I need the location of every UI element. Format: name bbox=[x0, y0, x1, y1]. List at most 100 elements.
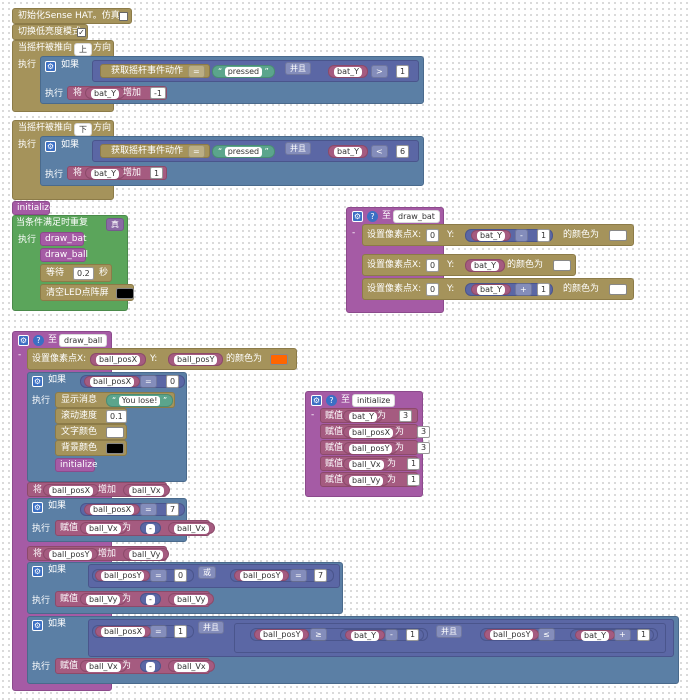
ball-posx-var[interactable]: ball_posX bbox=[84, 376, 141, 387]
var-name[interactable]: ball_posY bbox=[343, 442, 399, 454]
gear-icon[interactable]: ⚙ bbox=[32, 502, 43, 513]
call-draw-ball[interactable]: draw_ball bbox=[40, 248, 88, 262]
ball-vx-var[interactable]: ball_Vx bbox=[80, 522, 127, 534]
var-name[interactable]: bat_Y bbox=[343, 410, 384, 422]
eq-dropdown[interactable]: = bbox=[188, 65, 205, 78]
assign-ball-vx-neg[interactable]: 赋值 ball_Vx 为 - ball_Vx bbox=[55, 520, 215, 536]
and-dropdown[interactable]: 并且 bbox=[285, 142, 311, 155]
white-color-swatch[interactable] bbox=[553, 260, 571, 271]
call-initialize-block[interactable]: initialize bbox=[12, 201, 55, 215]
gear-icon[interactable]: ⚙ bbox=[45, 141, 56, 152]
gear-icon[interactable]: ⚙ bbox=[32, 620, 43, 631]
ball-vy-var[interactable]: ball_Vy bbox=[123, 548, 170, 560]
number-0[interactable]: 0 bbox=[166, 375, 180, 388]
gear-icon[interactable]: ⚙ bbox=[32, 566, 43, 577]
call-initialize[interactable]: initialize bbox=[55, 458, 98, 472]
gt-dropdown[interactable]: > bbox=[371, 65, 388, 78]
direction-up-dropdown[interactable]: 上 bbox=[74, 43, 92, 56]
bat-y-var[interactable]: bat_Y bbox=[328, 145, 369, 158]
number-1[interactable]: 1 bbox=[396, 65, 410, 78]
and-dropdown[interactable]: 并且 bbox=[198, 621, 224, 634]
function-name-field[interactable]: draw_ball bbox=[59, 334, 108, 347]
le-dropdown[interactable]: ≤ bbox=[538, 628, 555, 641]
minus-dropdown[interactable]: - bbox=[515, 229, 528, 242]
number-7[interactable]: 7 bbox=[166, 503, 180, 516]
gear-icon[interactable]: ⚙ bbox=[311, 395, 322, 406]
minus-dropdown[interactable]: - bbox=[385, 629, 398, 641]
number-1[interactable]: 1 bbox=[637, 629, 651, 641]
ball-vy-var[interactable]: ball_Vy bbox=[80, 593, 127, 605]
bat-y-var[interactable]: bat_Y bbox=[328, 65, 369, 78]
call-draw-bat[interactable]: draw_bat bbox=[40, 232, 87, 246]
ball-posx-var[interactable]: ball_posX bbox=[43, 484, 100, 496]
change-ball-posx[interactable]: 将 ball_posX 增加 ball_Vx bbox=[27, 482, 170, 497]
bat-y-var[interactable]: bat_Y bbox=[471, 284, 512, 295]
true-dropdown[interactable]: 真 bbox=[106, 218, 124, 231]
you-lose-string[interactable]: “ You lose! ” bbox=[106, 394, 174, 407]
eq-dropdown[interactable]: = bbox=[150, 569, 167, 582]
ball-posy-var[interactable]: ball_posY bbox=[168, 353, 224, 366]
assign-ball-vx-neg-2[interactable]: 赋值 ball_Vx 为 - ball_Vx bbox=[55, 658, 215, 674]
ball-vx-var[interactable]: ball_Vx bbox=[168, 660, 215, 672]
ball-posy-var[interactable]: ball_posY bbox=[234, 570, 290, 581]
ball-vy-var[interactable]: ball_Vy bbox=[168, 593, 215, 605]
ball-posx-var[interactable]: ball_posX bbox=[90, 353, 147, 366]
white-color-swatch[interactable] bbox=[609, 230, 627, 241]
pressed-string[interactable]: “ pressed ” bbox=[212, 65, 275, 78]
and-dropdown[interactable]: 并且 bbox=[436, 625, 462, 638]
plus-dropdown[interactable]: + bbox=[515, 283, 532, 296]
eq-dropdown[interactable]: = bbox=[150, 625, 167, 638]
x-zero[interactable]: 0 bbox=[426, 259, 440, 272]
bat-y-var[interactable]: bat_Y bbox=[85, 167, 126, 179]
bat-y-var[interactable]: bat_Y bbox=[471, 230, 512, 241]
wait-block[interactable]: 等待 0.2 秒 bbox=[40, 264, 112, 282]
eq-dropdown[interactable]: = bbox=[140, 503, 157, 516]
init-value[interactable]: 3 bbox=[417, 426, 431, 438]
scroll-speed-block[interactable]: 滚动速度 0.1 bbox=[55, 408, 127, 424]
var-name[interactable]: ball_Vy bbox=[343, 474, 390, 486]
or-dropdown[interactable]: 或 bbox=[198, 566, 216, 579]
help-icon[interactable]: ? bbox=[33, 335, 44, 346]
number-1[interactable]: 1 bbox=[406, 629, 420, 641]
number-1[interactable]: 1 bbox=[150, 167, 164, 179]
ball-posx-var[interactable]: ball_posX bbox=[84, 504, 141, 515]
pressed-string[interactable]: “ pressed ” bbox=[212, 145, 275, 158]
ball-vx-var[interactable]: ball_Vx bbox=[168, 522, 215, 534]
orange-color-swatch[interactable] bbox=[270, 354, 288, 365]
neg-op[interactable]: - bbox=[140, 660, 161, 672]
ball-vx-var[interactable]: ball_Vx bbox=[80, 660, 127, 672]
bat-y-var[interactable]: bat_Y bbox=[85, 87, 126, 99]
var-name[interactable]: ball_posX bbox=[343, 426, 400, 438]
x-zero[interactable]: 0 bbox=[426, 283, 440, 296]
get-event-block-down[interactable]: 获取摇杆事件动作 bbox=[100, 144, 210, 158]
black-color-swatch[interactable] bbox=[106, 443, 124, 454]
init-value[interactable]: 1 bbox=[407, 458, 421, 470]
collapse-icon[interactable]: - bbox=[311, 410, 315, 420]
number-1[interactable]: 1 bbox=[174, 625, 188, 638]
set-pixel-ball[interactable]: 设置像素点X: ball_posX Y: ball_posY 的颜色为 bbox=[27, 348, 297, 370]
set-pixel-bat-3[interactable]: 设置像素点X: 0 Y: bat_Y + 1 的颜色为 bbox=[362, 278, 634, 300]
plus-dropdown[interactable]: + bbox=[614, 629, 631, 641]
collapse-icon[interactable]: - bbox=[18, 350, 22, 360]
x-zero[interactable]: 0 bbox=[426, 229, 440, 242]
gear-icon[interactable]: ⚙ bbox=[18, 335, 29, 346]
black-color-swatch[interactable] bbox=[116, 288, 134, 299]
scroll-speed-value[interactable]: 0.1 bbox=[106, 410, 127, 423]
change-ball-posy[interactable]: 将 ball_posY 增加 ball_Vy bbox=[27, 546, 170, 561]
white-color-swatch[interactable] bbox=[106, 427, 124, 438]
sense-hat-init-block[interactable]: 初始化Sense HAT。仿真: bbox=[12, 8, 132, 24]
and-dropdown[interactable]: 并且 bbox=[285, 62, 311, 75]
direction-down-dropdown[interactable]: 下 bbox=[74, 123, 92, 136]
init-value[interactable]: 1 bbox=[407, 474, 421, 486]
neg-op[interactable]: - bbox=[140, 522, 161, 534]
gear-icon[interactable]: ⚙ bbox=[352, 211, 363, 222]
set-pixel-bat-2[interactable]: 设置像素点X: 0 Y: bat_Y 的颜色为 bbox=[362, 254, 576, 276]
number-6[interactable]: 6 bbox=[396, 145, 410, 158]
show-message-block[interactable]: 显示消息 “ You lose! ” bbox=[55, 392, 175, 408]
set-pixel-bat-1[interactable]: 设置像素点X: 0 Y: bat_Y - 1 的颜色为 bbox=[362, 224, 634, 246]
